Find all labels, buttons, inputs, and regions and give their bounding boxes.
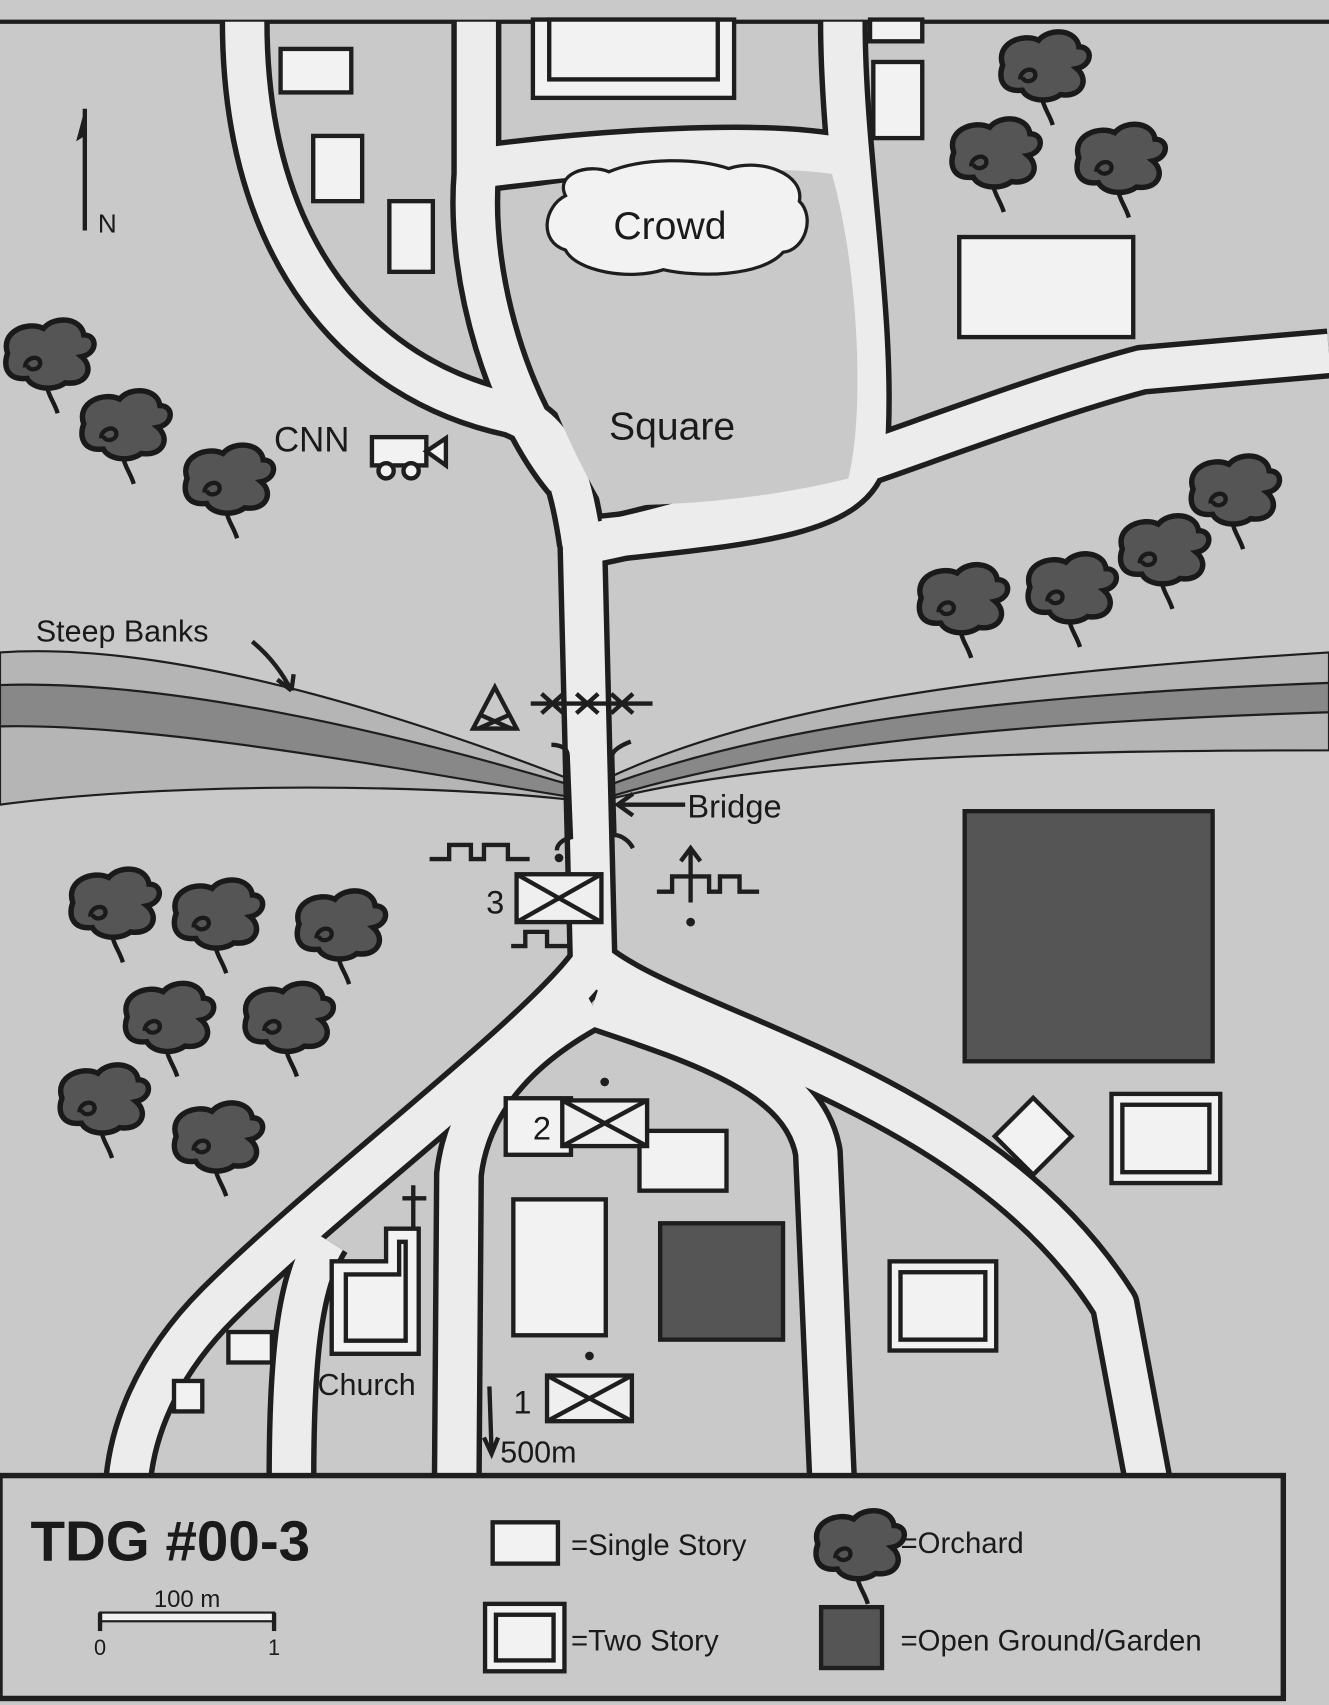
building xyxy=(867,17,925,44)
crowd-cloud xyxy=(545,159,809,276)
trench-icon xyxy=(429,842,530,862)
church-building xyxy=(329,1185,427,1356)
open-ground-icon xyxy=(818,1604,885,1671)
wire-obstacle-icon xyxy=(530,692,653,715)
crowd-label: Crowd xyxy=(613,205,726,248)
building xyxy=(511,1197,608,1338)
single-story-icon xyxy=(490,1520,561,1566)
legend-orchard: =Orchard xyxy=(901,1527,1024,1560)
unit-1[interactable]: 1 xyxy=(513,1351,635,1424)
building xyxy=(637,1128,729,1193)
two-story-buildings xyxy=(329,17,1223,1356)
legend-two-story: =Two Story xyxy=(571,1625,719,1658)
trench-icon xyxy=(511,929,568,949)
legend: TDG #00-3 100 m 0 1 =Single Story =Orcha… xyxy=(0,1472,1287,1702)
bridge-label: Bridge xyxy=(687,788,781,825)
distance-label: 500m xyxy=(500,1436,576,1470)
bridge-arrow-icon xyxy=(613,792,686,818)
unit-2[interactable]: 2 xyxy=(533,1077,650,1149)
two-story-icon xyxy=(482,1601,567,1674)
building xyxy=(957,234,1136,340)
building xyxy=(226,1329,275,1365)
unit-number: 1 xyxy=(513,1384,531,1421)
unit-3[interactable]: 3 xyxy=(486,872,604,925)
church-label: Church xyxy=(318,1368,416,1402)
cnn-label: CNN xyxy=(274,421,349,459)
map-title: TDG #00-3 xyxy=(30,1509,310,1572)
legend-single-story: =Single Story xyxy=(571,1529,747,1562)
scale-bar: 100 m 0 1 xyxy=(94,1586,280,1660)
north-label: N xyxy=(98,209,117,239)
steep-banks-label: Steep Banks xyxy=(36,615,209,649)
observation-post-icon xyxy=(469,682,521,731)
building xyxy=(871,59,925,141)
trench-with-arrow-icon xyxy=(656,844,760,927)
bridge-icon xyxy=(551,739,635,863)
north-arrow: N xyxy=(76,108,117,239)
building xyxy=(311,133,365,204)
open-ground xyxy=(657,1221,786,1342)
open-ground xyxy=(962,809,1215,1064)
square-label: Square xyxy=(609,405,735,448)
unit-number: 3 xyxy=(486,883,504,920)
legend-open-ground: =Open Ground/Garden xyxy=(901,1625,1202,1658)
scale-end: 1 xyxy=(268,1635,280,1660)
single-story-buildings xyxy=(171,17,1136,1414)
camera-vehicle-icon xyxy=(369,434,449,481)
scale-label: 100 m xyxy=(154,1586,220,1613)
river xyxy=(0,650,1329,806)
steep-banks-arrow-icon xyxy=(250,639,296,693)
building xyxy=(387,198,436,275)
building xyxy=(278,46,354,95)
south-arrow-icon xyxy=(481,1386,501,1460)
road-network xyxy=(103,21,1329,1484)
building-diamond xyxy=(991,1094,1075,1178)
unit-number: 2 xyxy=(533,1110,551,1147)
building xyxy=(171,1378,205,1414)
scale-start: 0 xyxy=(94,1635,106,1660)
